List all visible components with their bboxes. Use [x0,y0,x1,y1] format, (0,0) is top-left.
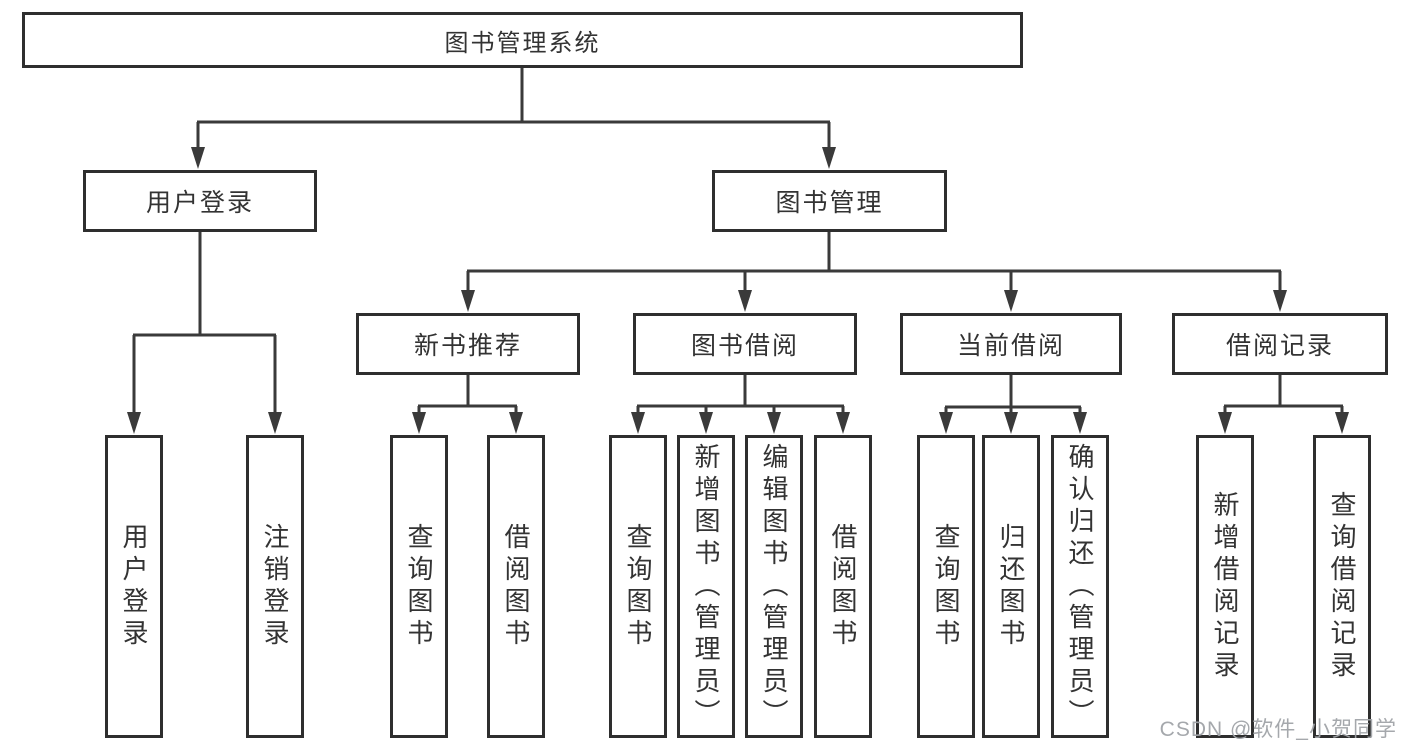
leaf-query-borrow-record-label: 查询借阅记录 [1327,490,1357,683]
leaf-query-books-3: 查询图书 [917,435,975,738]
node-new-book-recommend-label: 新书推荐 [413,332,522,360]
leaf-user-login: 用户登录 [105,435,163,738]
node-user-login: 用户登录 [83,170,317,232]
leaf-user-login-label: 用户登录 [119,522,149,651]
leaf-add-books-admin: 新增图书（管理员） [677,435,735,738]
leaf-add-books-admin-label: 新增图书（管理员） [691,442,721,731]
leaf-borrow-books-1: 借阅图书 [487,435,545,738]
leaf-query-borrow-record: 查询借阅记录 [1313,435,1371,738]
node-user-login-label: 用户登录 [145,189,254,217]
leaf-return-books: 归还图书 [982,435,1040,738]
node-current-borrowing: 当前借阅 [900,313,1122,375]
node-root: 图书管理系统 [22,12,1023,68]
leaf-query-books-2-label: 查询图书 [623,522,653,651]
leaf-borrow-books-1-label: 借阅图书 [501,522,531,651]
leaf-edit-books-admin: 编辑图书（管理员） [745,435,803,738]
branch-lines [132,65,1344,416]
leaf-borrow-books-2-label: 借阅图书 [828,522,858,651]
node-book-borrowing-label: 图书借阅 [690,332,799,360]
node-borrowing-records-label: 借阅记录 [1225,332,1334,360]
node-root-label: 图书管理系统 [444,29,601,57]
node-book-management-label: 图书管理 [775,189,884,217]
leaf-add-borrow-record: 新增借阅记录 [1196,435,1254,738]
csdn-watermark: CSDN @软件_小贺同学 [1159,718,1397,741]
leaf-confirm-return-admin: 确认归还（管理员） [1051,435,1109,738]
leaf-query-books-3-label: 查询图书 [931,522,961,651]
arrowheads [127,147,1349,434]
node-borrowing-records: 借阅记录 [1172,313,1388,375]
leaf-return-books-label: 归还图书 [996,522,1026,651]
leaf-borrow-books-2: 借阅图书 [814,435,872,738]
leaf-edit-books-admin-label: 编辑图书（管理员） [759,442,789,731]
leaf-query-books-2: 查询图书 [609,435,667,738]
leaf-query-books-1-label: 查询图书 [404,522,434,651]
leaf-logout-label: 注销登录 [260,522,290,651]
leaf-add-borrow-record-label: 新增借阅记录 [1210,490,1240,683]
node-new-book-recommend: 新书推荐 [356,313,580,375]
leaf-logout: 注销登录 [246,435,304,738]
leaf-query-books-1: 查询图书 [390,435,448,738]
node-current-borrowing-label: 当前借阅 [956,332,1065,360]
node-book-borrowing: 图书借阅 [633,313,857,375]
node-book-management: 图书管理 [712,170,947,232]
leaf-confirm-return-admin-label: 确认归还（管理员） [1065,442,1095,731]
